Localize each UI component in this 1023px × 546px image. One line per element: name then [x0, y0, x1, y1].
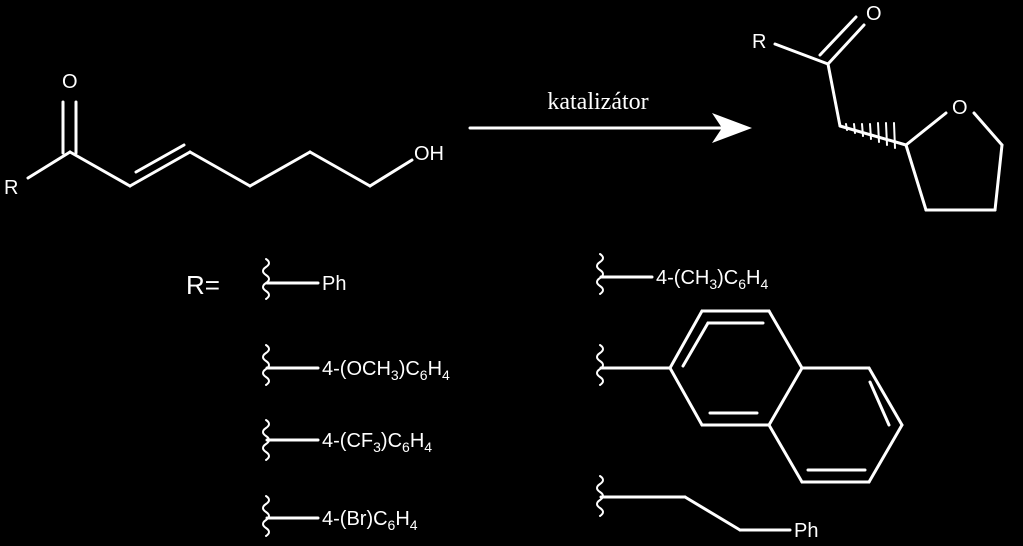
substituent-methoxyphenyl: 4-(OCH3)C6H4 — [262, 344, 450, 386]
reaction-arrow: katalizátor — [468, 89, 752, 143]
bond-c1-c2 — [68, 150, 132, 188]
arrow-head — [712, 113, 752, 143]
bond-c4-c5 — [248, 150, 312, 188]
substituent-phenethyl: Ph — [596, 475, 818, 542]
substituent-label: 4-(CF3)C6H4 — [322, 430, 432, 455]
substituent-label: 4-(Br)C6H4 — [322, 508, 418, 533]
substituent-ph: Ph — [262, 258, 346, 300]
bond-co-product-a — [826, 23, 866, 66]
substituent-label: 4-(OCH3)C6H4 — [322, 358, 450, 383]
substituent-naphthyl — [596, 309, 904, 484]
bond-ch2-ring — [838, 124, 908, 147]
substituent-prefix: R= — [186, 270, 220, 300]
bond-ring-c5-c4 — [993, 143, 1004, 212]
bond-c6-oh — [368, 158, 414, 188]
reactant-o-label: O — [62, 71, 78, 93]
bond-r-carbonyl-product — [773, 42, 830, 66]
bond-c3-c4 — [188, 150, 252, 188]
substituent-bromophenyl: 4-(Br)C6H4 — [262, 495, 418, 537]
substituent-label: Ph — [322, 273, 346, 295]
substituent-bond-ethyl — [683, 495, 742, 532]
reactant-structure: R O OH — [4, 71, 444, 199]
bond-alkene-second — [134, 143, 186, 174]
bond-ring-c3-c2 — [904, 143, 928, 212]
reactant-oh-label: OH — [414, 143, 444, 165]
product-structure: R O O — [752, 3, 1004, 212]
wavy-attachment-icon — [262, 344, 270, 386]
bond-c5-c6 — [308, 150, 372, 188]
substituent-trifluoromethylphenyl: 4-(CF3)C6H4 — [262, 419, 432, 461]
wavy-attachment-icon — [262, 258, 270, 300]
wavy-attachment-icon — [262, 495, 270, 537]
bond-ring-o-c5 — [972, 111, 1004, 147]
arrow-label: katalizátor — [547, 89, 648, 115]
bond-co-product-b — [818, 15, 858, 57]
wavy-attachment-icon — [596, 344, 604, 386]
substituent-methylphenyl: 4-(CH3)C6H4 — [596, 253, 769, 295]
bond-r-carbonyl — [26, 150, 72, 180]
naphthalene-ring — [668, 309, 904, 484]
reactant-r-label: R — [4, 177, 18, 199]
bond-alpha-carbon — [826, 62, 842, 128]
bond-alkene — [128, 150, 192, 188]
product-o-label: O — [866, 3, 882, 25]
bond-ring-c2-o — [904, 111, 948, 147]
product-r-label: R — [752, 31, 766, 53]
substituent-label: 4-(CH3)C6H4 — [656, 267, 769, 292]
wavy-attachment-icon — [596, 253, 604, 295]
product-ring-o-label: O — [952, 97, 968, 119]
substituent-label: Ph — [794, 520, 818, 542]
